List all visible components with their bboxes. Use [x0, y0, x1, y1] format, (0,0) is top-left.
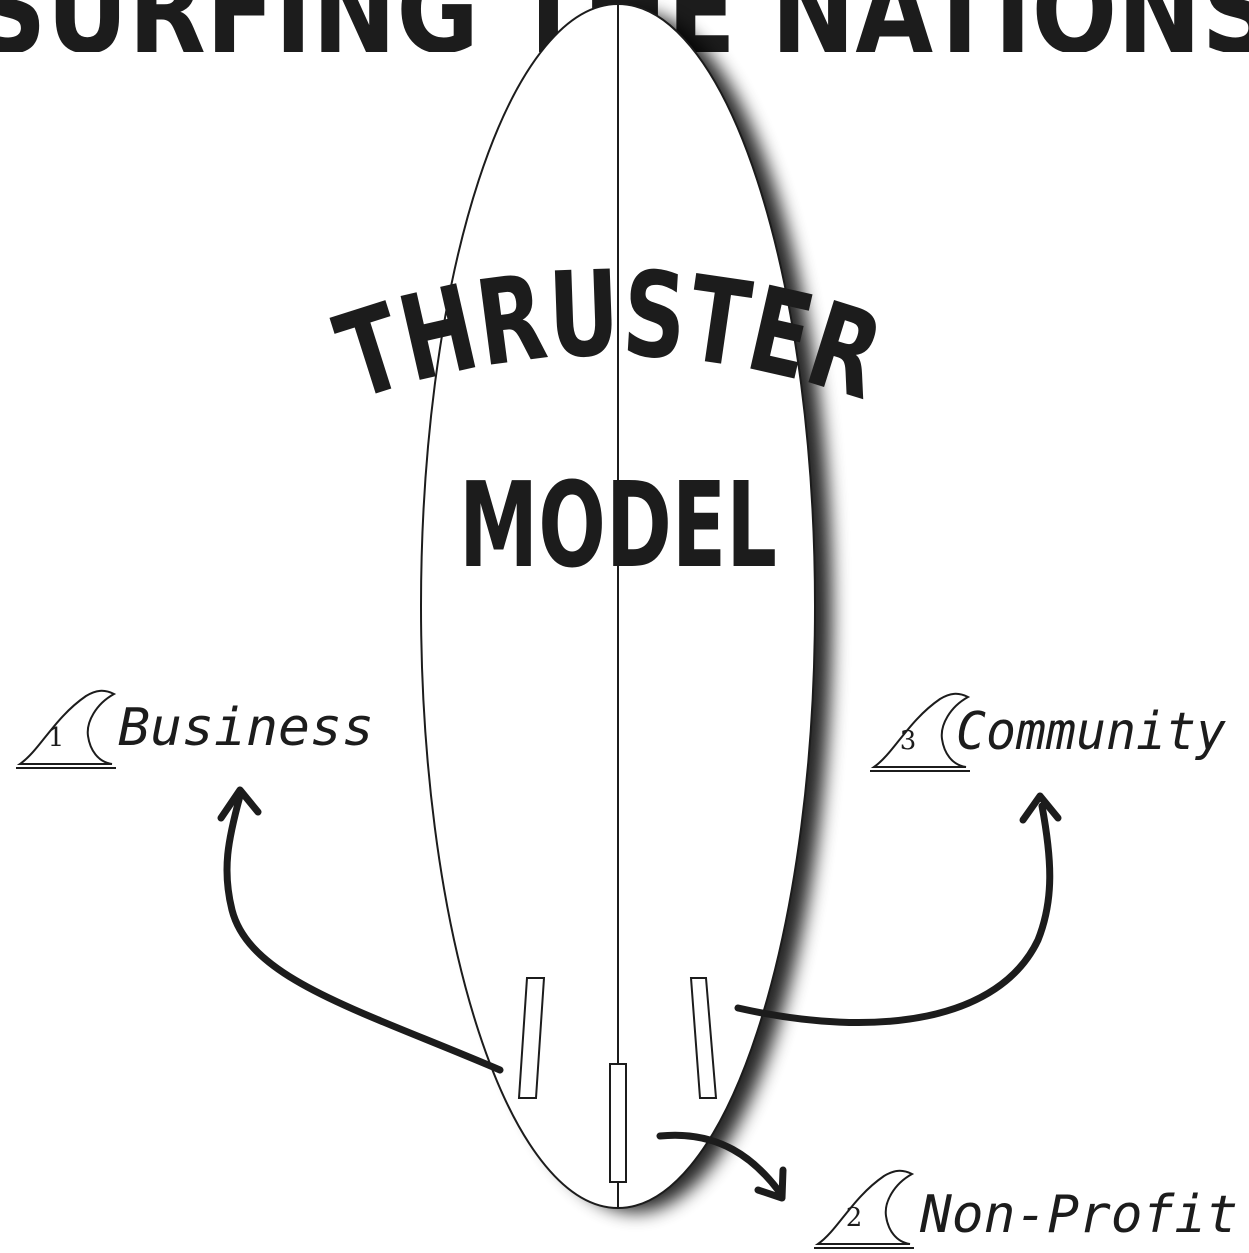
surf-fin-icon: 2 — [814, 1171, 914, 1248]
fin-label-text: Non-Profit — [919, 1185, 1238, 1245]
fin-number: 1 — [48, 723, 65, 753]
surfboard — [421, 4, 815, 1208]
surf-fin-icon: 3 — [870, 694, 970, 771]
surf-fin-icon: 1 — [16, 691, 116, 768]
fin-label-text: Community — [956, 702, 1227, 762]
fin-label-community: 3 Community — [870, 694, 1227, 771]
fin-label-business: 1 Business — [16, 691, 374, 768]
title-line-2: MODEL — [459, 456, 777, 594]
fin-label-text: Business — [118, 698, 374, 758]
fin-number: 2 — [846, 1203, 863, 1233]
fin-number: 3 — [900, 726, 917, 756]
center-fin-box — [610, 1064, 626, 1182]
fin-label-non-profit: 2 Non-Profit — [814, 1171, 1238, 1248]
